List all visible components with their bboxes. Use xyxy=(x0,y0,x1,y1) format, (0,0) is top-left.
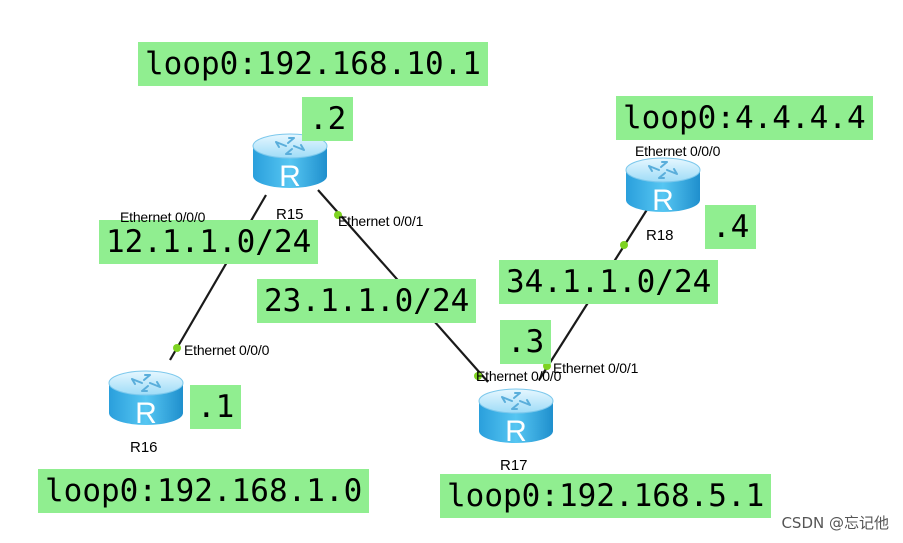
router-r15[interactable]: R xyxy=(252,133,328,193)
loopback-label-r16: loop0:192.168.1.0 xyxy=(38,469,370,513)
loopback-label-r17: loop0:192.168.5.1 xyxy=(440,474,772,518)
router-r17-letter: R xyxy=(505,415,527,448)
router-r16[interactable]: R xyxy=(108,370,184,430)
port-label-r15-e000: Ethernet 0/0/0 xyxy=(120,209,206,225)
port-label-r17-e000: Ethernet 0/0/0 xyxy=(476,368,562,384)
port-label-r16-e000: Ethernet 0/0/0 xyxy=(184,342,270,358)
subnet-label-r15-r17: 23.1.1.0/24 xyxy=(257,279,477,323)
router-r16-letter: R xyxy=(135,397,157,430)
host-suffix-r16: .1 xyxy=(190,385,242,429)
port-dot-r18-e000 xyxy=(620,241,628,249)
port-label-r17-e001: Ethernet 0/0/1 xyxy=(553,360,639,376)
watermark: CSDN @忘记他 xyxy=(781,514,889,532)
router-r18[interactable]: R xyxy=(625,157,701,217)
subnet-label-r17-r18: 34.1.1.0/24 xyxy=(499,260,719,304)
port-label-r18-e000: Ethernet 0/0/0 xyxy=(635,143,721,159)
host-suffix-r17: .3 xyxy=(500,320,552,364)
port-label-r15-e001: Ethernet 0/0/1 xyxy=(338,213,424,229)
loopback-label-r15: loop0:192.168.10.1 xyxy=(138,42,488,86)
router-name-r15: R15 xyxy=(276,206,304,223)
host-suffix-r15: .2 xyxy=(302,97,354,141)
port-dot-r15-e001 xyxy=(334,211,342,219)
loopback-label-r18: loop0:4.4.4.4 xyxy=(616,96,873,140)
port-dot-r17-e001 xyxy=(543,362,551,370)
router-name-r16: R16 xyxy=(130,439,158,456)
port-dot-r17-e000 xyxy=(474,372,482,380)
router-r17[interactable]: R xyxy=(478,388,554,448)
host-suffix-r18: .4 xyxy=(705,205,757,249)
router-r15-letter: R xyxy=(279,160,301,193)
subnet-label-r15-r16: 12.1.1.0/24 xyxy=(99,220,319,264)
router-r18-letter: R xyxy=(652,184,674,217)
port-dot-r16-e000 xyxy=(173,344,181,352)
router-name-r18: R18 xyxy=(646,227,674,244)
router-name-r17: R17 xyxy=(500,457,528,474)
